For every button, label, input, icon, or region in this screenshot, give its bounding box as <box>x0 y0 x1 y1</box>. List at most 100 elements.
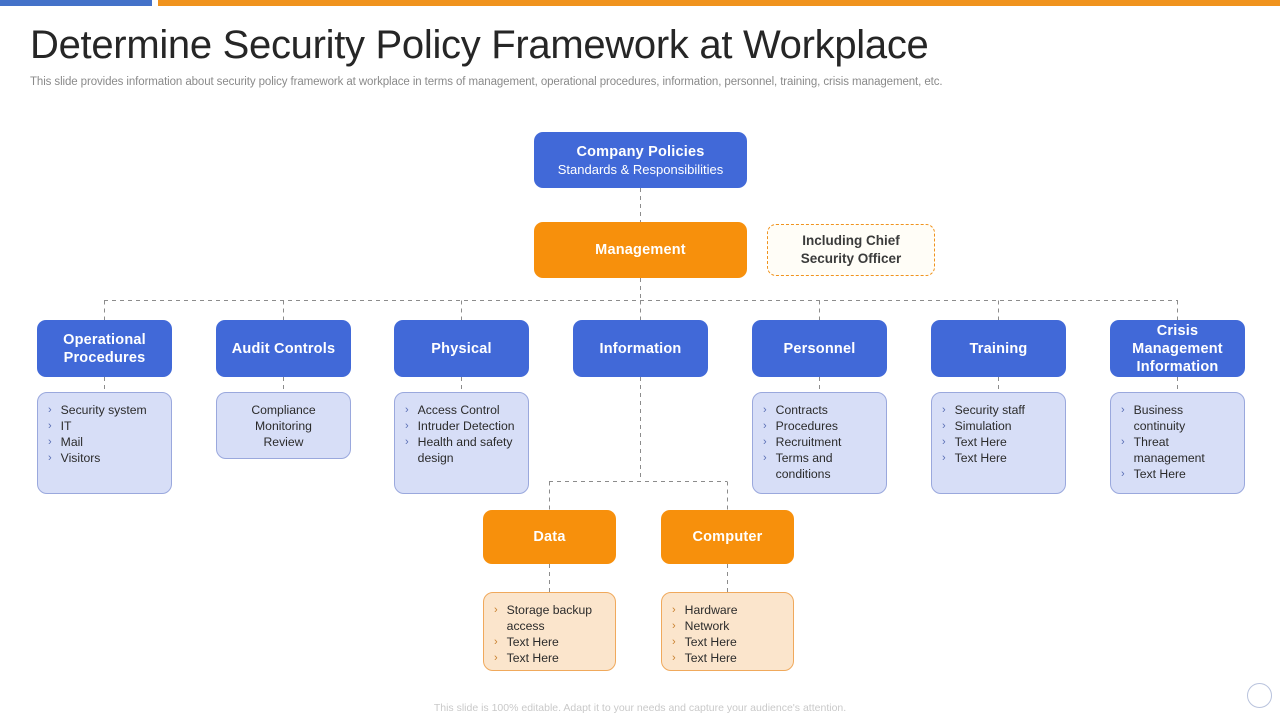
top-accent-bar-blue <box>0 0 152 6</box>
chevron-right-icon: › <box>494 652 498 664</box>
list-item-label: Compliance <box>251 403 316 417</box>
page-subtitle: This slide provides information about se… <box>30 76 943 88</box>
list-operational-procedures: ›Security system ›IT ›Mail ›Visitors <box>48 402 161 466</box>
list-item-label: Text Here <box>684 651 737 665</box>
list-item-label: Terms and conditions <box>775 451 833 481</box>
list-item: ›Network <box>672 618 783 634</box>
chevron-right-icon: › <box>405 436 409 448</box>
top-accent-bar-orange <box>158 0 1280 6</box>
list-item: ›Security system <box>48 402 161 418</box>
node-company-policies-title: Company Policies <box>576 143 705 160</box>
list-item-label: Text Here <box>954 451 1007 465</box>
callout-chief-security-officer: Including Chief Security Officer <box>767 224 935 276</box>
list-item-label: Health and safety design <box>417 435 513 465</box>
list-item: › Threat management <box>1121 434 1234 466</box>
chevron-right-icon: › <box>942 436 946 448</box>
list-item-label: Simulation <box>954 419 1012 433</box>
chevron-right-icon: › <box>1121 468 1125 480</box>
chevron-right-icon: › <box>942 420 946 432</box>
list-item-label: Storage backup access <box>506 603 593 633</box>
list-item-label: Text Here <box>506 651 559 665</box>
list-item-label: Monitoring <box>255 419 312 433</box>
node-physical[interactable]: Physical <box>394 320 529 377</box>
list-item-label: Text Here <box>1133 467 1186 481</box>
list-computer: › Hardware ›Network › Text Here › Text Here <box>672 602 783 666</box>
node-computer-title: Computer <box>692 529 763 545</box>
node-management-title: Management <box>595 242 686 258</box>
list-item: ›Access Control <box>405 402 518 418</box>
list-item-label: Network <box>684 619 730 633</box>
chevron-right-icon: › <box>763 452 767 464</box>
list-item: › Text Here <box>942 450 1055 466</box>
chevron-right-icon: › <box>48 452 52 464</box>
list-item: › Security staff <box>942 402 1055 418</box>
panel-operational-procedures: ›Security system ›IT ›Mail ›Visitors <box>37 392 172 494</box>
list-item-label: Review <box>263 435 304 449</box>
node-operational-procedures[interactable]: Operational Procedures <box>37 320 172 377</box>
panel-data: › Storage backup access › Text Here › Text … <box>483 592 616 671</box>
list-item: › Text Here <box>672 634 783 650</box>
footer-note: This slide is 100% editable. Adapt it to… <box>433 702 847 714</box>
node-information[interactable]: Information <box>573 320 708 377</box>
list-training: › Security staff › Simulation › Text Here ›… <box>942 402 1055 466</box>
list-item-label: Text Here <box>684 635 737 649</box>
callout-cso-line1: Including Chief <box>802 233 900 248</box>
chevron-right-icon: › <box>405 420 409 432</box>
chevron-right-icon: › <box>494 604 498 616</box>
node-audit-controls-title: Audit Controls <box>231 340 336 357</box>
list-item: ›Text Here <box>942 434 1055 450</box>
list-item: ›Mail <box>48 434 161 450</box>
chevron-right-icon: › <box>942 404 946 416</box>
list-item-label: Visitors <box>60 451 101 465</box>
node-operational-procedures-title: Operational Procedures <box>63 331 146 366</box>
node-audit-controls[interactable]: Audit Controls <box>216 320 351 377</box>
node-personnel-title: Personnel <box>783 340 856 357</box>
list-item: ›Text Here <box>672 650 783 666</box>
list-item: › Recruitment <box>763 434 876 450</box>
chevron-right-icon: › <box>672 636 676 648</box>
list-item: › Intruder Detection <box>405 418 518 434</box>
list-personnel: › Contracts › Procedures › Recruitment › Ter… <box>763 402 876 482</box>
node-company-policies-subtitle: Standards & Responsibilities <box>557 161 724 177</box>
chevron-right-icon: › <box>1121 404 1125 416</box>
chevron-right-icon: › <box>672 604 676 616</box>
list-item-label: IT <box>60 419 72 433</box>
corner-circle-marker <box>1247 683 1272 708</box>
node-training[interactable]: Training <box>931 320 1066 377</box>
list-item: › Storage backup access <box>494 602 605 634</box>
node-personnel[interactable]: Personnel <box>752 320 887 377</box>
node-computer[interactable]: Computer <box>661 510 794 564</box>
bottom-accent-bar <box>0 717 1280 720</box>
chevron-right-icon: › <box>763 420 767 432</box>
list-data: › Storage backup access › Text Here › Text … <box>494 602 605 666</box>
list-item-label: Threat management <box>1133 435 1205 465</box>
list-item-label: Security staff <box>954 403 1025 417</box>
list-item: › Hardware <box>672 602 783 618</box>
node-management[interactable]: Management <box>534 222 747 278</box>
list-item-label: Security system <box>60 403 147 417</box>
chevron-right-icon: › <box>763 436 767 448</box>
callout-cso-line2: Security Officer <box>800 251 902 266</box>
chevron-right-icon: › <box>1121 436 1125 448</box>
audit-controls-text: Compliance Monitoring Review <box>251 402 315 450</box>
panel-audit-controls: Compliance Monitoring Review <box>216 392 351 459</box>
list-item: › Procedures <box>763 418 876 434</box>
node-data-title: Data <box>533 529 566 545</box>
list-item-label: Hardware <box>684 603 738 617</box>
list-item-label: Contracts <box>775 403 828 417</box>
node-company-policies[interactable]: Company Policies Standards & Responsibil… <box>534 132 747 188</box>
list-item: ›Business continuity <box>1121 402 1234 434</box>
node-data[interactable]: Data <box>483 510 616 564</box>
chevron-right-icon: › <box>942 452 946 464</box>
list-item-label: Intruder Detection <box>417 419 515 433</box>
list-item-label: Procedures <box>775 419 838 433</box>
list-item-label: Recruitment <box>775 435 842 449</box>
list-item: › Terms and conditions <box>763 450 876 482</box>
page-title: Determine Security Policy Framework at W… <box>30 23 929 67</box>
node-crisis-management-information[interactable]: Crisis Management Information <box>1110 320 1245 377</box>
list-item-label: Text Here <box>506 635 559 649</box>
panel-training: › Security staff › Simulation › Text Here ›… <box>931 392 1066 494</box>
panel-crisis-management-information: ›Business continuity ›Threat management … <box>1110 392 1245 494</box>
chevron-right-icon: › <box>494 636 498 648</box>
